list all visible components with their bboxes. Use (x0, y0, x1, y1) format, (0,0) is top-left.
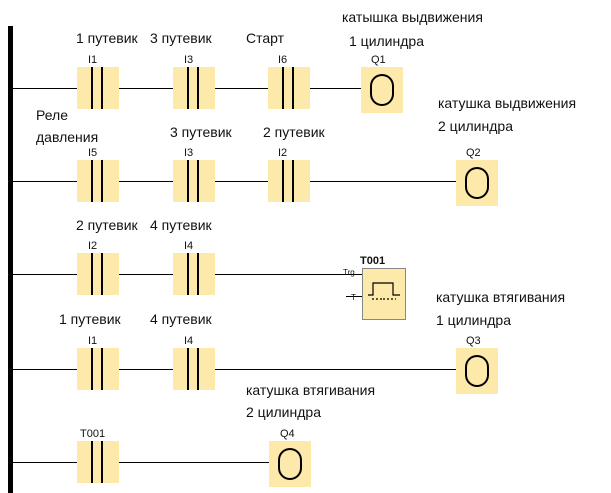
contact-no-i3[interactable] (173, 67, 215, 109)
rung-2-label-i2: 2 путевик (263, 124, 325, 140)
rung-2-label-i3: 3 путевик (170, 124, 232, 140)
rung-1-label-i6: Старт (246, 30, 285, 46)
rung-5-wire (13, 462, 271, 463)
rung-2-wire (13, 181, 459, 182)
contact-tag: I4 (184, 240, 194, 252)
rung-4-label-i4: 4 путевик (150, 311, 212, 327)
contact-tag: I4 (184, 335, 194, 347)
coil-q3[interactable] (456, 348, 498, 394)
timer-block-t001[interactable] (362, 268, 406, 320)
timer-name: T001 (360, 255, 386, 267)
rung-2-label-davleniya: давления (36, 129, 99, 145)
rung-4-wire (13, 369, 459, 370)
rung-1-label-i1: 1 путевик (76, 30, 138, 46)
contact-no-i3[interactable] (173, 160, 215, 202)
contact-no-i4[interactable] (173, 253, 215, 295)
rung-2-label-rele: Реле (36, 107, 68, 123)
rung-1-label-i3: 3 путевик (150, 30, 212, 46)
contact-tag: I1 (88, 54, 98, 66)
rung-4-coil-label-line-1: катушка втягивания (436, 289, 566, 305)
coil-q1[interactable] (361, 67, 403, 113)
contact-no-i6[interactable] (268, 67, 310, 109)
contact-no-i1[interactable] (77, 348, 119, 390)
pulse-waveform-icon (362, 268, 406, 320)
contact-no-i2[interactable] (77, 253, 119, 295)
rung-2-coil-label-line-1: катушка выдвижения (438, 95, 577, 111)
contact-tag: I2 (278, 147, 288, 159)
contact-no-i2[interactable] (268, 160, 310, 202)
contact-tag: I3 (184, 147, 194, 159)
coil-tag: Q1 (371, 54, 386, 66)
coil-tag: Q3 (466, 335, 481, 347)
rung-5-coil-label-line-1: катушка втягивания (246, 382, 376, 398)
contact-tag: I3 (184, 54, 194, 66)
rung-1-coil-label-line-2: 1 цилиндра (349, 33, 424, 49)
coil-tag: Q2 (466, 147, 481, 159)
coil-q2[interactable] (456, 160, 498, 206)
contact-tag: T001 (80, 428, 106, 440)
timer-pin-trg: Trg (343, 268, 355, 277)
coil-q4[interactable] (269, 441, 311, 487)
rung-2-coil-label-line-2: 2 цилиндра (438, 118, 513, 134)
contact-tag: I5 (88, 147, 98, 159)
contact-tag: I1 (88, 335, 98, 347)
timer-pin-t: T (351, 293, 356, 302)
coil-tag: Q4 (280, 428, 295, 440)
rung-4-coil-label-line-2: 1 цилиндра (436, 312, 511, 328)
contact-no-i4[interactable] (173, 348, 215, 390)
rung-1-coil-label-line-1: катышка выдвижения (342, 9, 483, 25)
rung-3-label-i2: 2 путевик (76, 217, 138, 233)
contact-tag: I2 (88, 240, 98, 252)
contact-tag: I6 (278, 54, 288, 66)
rung-3-label-i4: 4 путевик (150, 217, 212, 233)
contact-no-i5[interactable] (77, 160, 119, 202)
power-rail (8, 26, 13, 493)
contact-no-t001[interactable] (77, 441, 119, 483)
contact-no-i1[interactable] (77, 67, 119, 109)
rung-5-coil-label-line-2: 2 цилиндра (246, 404, 321, 420)
rung-4-label-i1: 1 путевик (59, 311, 121, 327)
timer-t-wire (346, 296, 362, 297)
